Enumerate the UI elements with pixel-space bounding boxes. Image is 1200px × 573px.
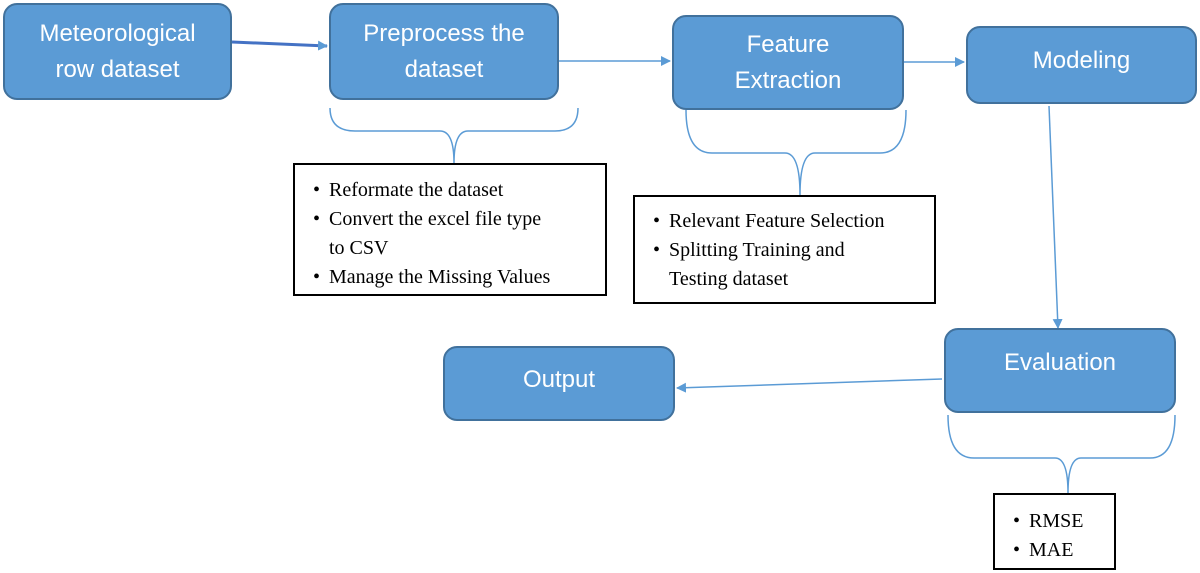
feature-steps-list: Relevant Feature Selection Splitting Tra… xyxy=(635,207,934,294)
list-item: Convert the excel file type to CSV xyxy=(295,205,605,263)
output-box[interactable]: Output xyxy=(443,346,675,421)
preprocess-dataset-box[interactable]: Preprocess the dataset xyxy=(329,3,559,100)
preprocess-step-convert-cont: to CSV xyxy=(329,237,389,259)
evaluation-box[interactable]: Evaluation xyxy=(944,328,1176,413)
list-item: Manage the Missing Values xyxy=(295,263,605,292)
list-item: Relevant Feature Selection xyxy=(635,207,934,236)
feature-box-line2: Extraction xyxy=(734,66,842,94)
preprocess-step-convert: Convert the excel file type xyxy=(329,208,542,230)
meteorological-box-line1: Meteorological xyxy=(39,19,196,47)
list-item: RMSE xyxy=(995,507,1114,536)
evaluation-metrics-note: RMSE MAE xyxy=(993,493,1116,570)
feature-step-selection: Relevant Feature Selection xyxy=(669,210,885,232)
modeling-box-label: Modeling xyxy=(1032,47,1131,74)
preprocess-box-line1: Preprocess the xyxy=(363,19,525,47)
meteorological-row-dataset-box[interactable]: Meteorological row dataset xyxy=(3,3,232,100)
list-item: Splitting Training and Testing dataset xyxy=(635,236,934,294)
list-item: Reformate the dataset xyxy=(295,176,605,205)
feature-extraction-box[interactable]: Feature Extraction xyxy=(672,15,904,110)
meteorological-box-line2: row dataset xyxy=(55,55,180,83)
preprocess-step-reformate: Reformate the dataset xyxy=(329,179,504,201)
metric-rmse: RMSE xyxy=(1029,510,1084,532)
output-box-label: Output xyxy=(522,366,596,393)
preprocess-steps-note: Reformate the dataset Convert the excel … xyxy=(293,163,607,296)
feature-step-splitting: Splitting Training and xyxy=(669,239,845,261)
feature-box-line1: Feature xyxy=(746,30,830,58)
bracket-preprocess xyxy=(329,107,579,164)
feature-step-splitting-cont: Testing dataset xyxy=(669,268,789,290)
bracket-feature xyxy=(685,109,907,196)
arrow-modeling-to-evaluation xyxy=(1048,105,1063,329)
arrow-evaluation-to-output xyxy=(676,378,943,393)
feature-steps-note: Relevant Feature Selection Splitting Tra… xyxy=(633,195,936,304)
arrow-meteorological-to-preprocess xyxy=(231,40,328,51)
preprocess-steps-list: Reformate the dataset Convert the excel … xyxy=(295,176,605,292)
evaluation-box-label: Evaluation xyxy=(1003,349,1117,376)
bracket-evaluation xyxy=(947,414,1176,494)
evaluation-metrics-list: RMSE MAE xyxy=(995,507,1114,565)
preprocess-step-missing: Manage the Missing Values xyxy=(329,266,551,288)
preprocess-box-line2: dataset xyxy=(404,55,484,83)
metric-mae: MAE xyxy=(1029,539,1074,561)
list-item: MAE xyxy=(995,536,1114,565)
modeling-box[interactable]: Modeling xyxy=(966,26,1197,104)
